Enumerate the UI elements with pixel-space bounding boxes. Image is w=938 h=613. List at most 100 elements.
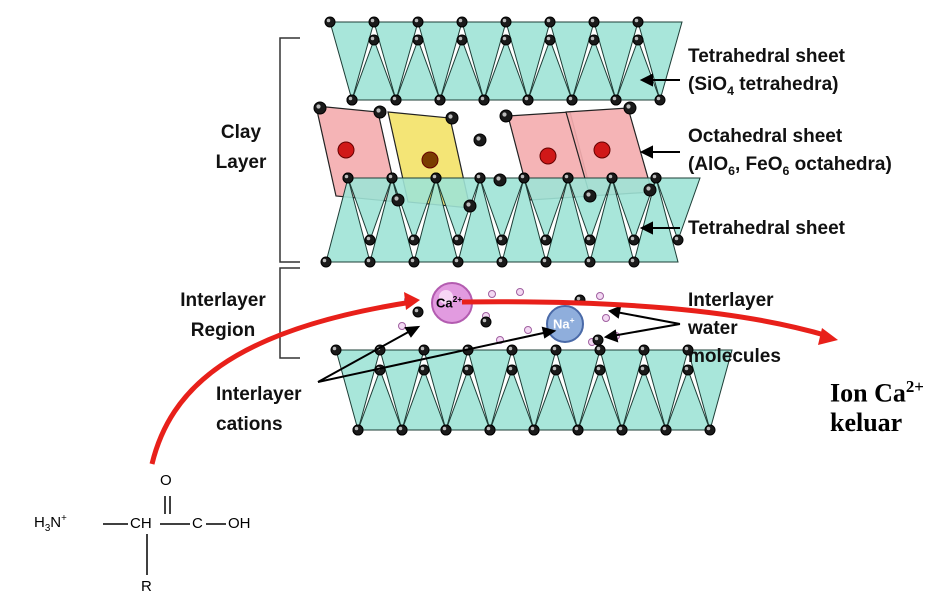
water-molecule <box>517 289 524 296</box>
oxygen-atom <box>629 257 639 267</box>
oxygen-atom <box>541 257 551 267</box>
atom-highlight <box>371 37 375 41</box>
metal-cation <box>422 152 438 168</box>
atom-highlight <box>547 19 551 23</box>
water-molecule <box>525 327 532 334</box>
atom-highlight <box>543 237 547 241</box>
oxygen-atom <box>563 173 573 183</box>
alpha-carbon: CH <box>130 515 152 532</box>
oxygen-atom <box>589 17 599 27</box>
side-chain-r: R <box>141 578 152 595</box>
atom-highlight <box>477 175 481 179</box>
atom-highlight <box>641 367 645 371</box>
interlayer-region-bracket <box>280 268 300 358</box>
atom-highlight <box>376 108 380 112</box>
atom-highlight <box>631 259 635 263</box>
oxygen-atom <box>457 17 467 27</box>
water-molecule <box>489 291 496 298</box>
atom-highlight <box>543 259 547 263</box>
atom-highlight <box>553 367 557 371</box>
oxygen-atom <box>589 35 599 45</box>
oxygen-atom <box>419 345 429 355</box>
oxygen-atom <box>519 173 529 183</box>
atom-highlight <box>316 104 320 108</box>
atom-highlight <box>635 37 639 41</box>
atom-highlight <box>553 347 557 351</box>
atom-highlight <box>521 175 525 179</box>
atom-highlight <box>437 97 441 101</box>
atom-highlight <box>595 337 599 341</box>
atom-highlight <box>459 19 463 23</box>
tetrahedral-sheet-top <box>330 22 682 100</box>
oxygen-atom <box>369 35 379 45</box>
atom-highlight <box>591 19 595 23</box>
sio4-label: (SiO4 tetrahedra) <box>688 74 838 102</box>
atom-highlight <box>586 192 590 196</box>
oxygen-atom <box>485 425 495 435</box>
atom-highlight <box>626 104 630 108</box>
oxygen-atom <box>639 345 649 355</box>
atom-highlight <box>547 37 551 41</box>
interlayer-water-molecules <box>399 289 620 346</box>
oxygen-atom <box>369 17 379 27</box>
oxygen-atom <box>475 173 485 183</box>
octahedral-sheet-label: Octahedral sheet <box>688 126 842 148</box>
hydroxyl-group: OH <box>228 515 251 532</box>
atom-highlight <box>421 347 425 351</box>
ion-ca-label: Ion Ca2+ <box>830 372 924 409</box>
tetrahedral-sheet-top-label: Tetrahedral sheet <box>688 46 845 68</box>
atom-highlight <box>476 136 480 140</box>
atom-highlight <box>635 19 639 23</box>
atom-highlight <box>503 19 507 23</box>
atom-highlight <box>399 427 403 431</box>
oxygen-atom <box>441 425 451 435</box>
atom-highlight <box>675 237 679 241</box>
interlayer-water-label-3: molecules <box>688 346 781 368</box>
atom-highlight <box>349 97 353 101</box>
atom-highlight <box>483 319 487 323</box>
oxygen-atom <box>453 257 463 267</box>
atom-highlight <box>502 112 506 116</box>
clay-layer-bracket <box>280 38 300 262</box>
oxygen-atom <box>497 257 507 267</box>
oxygen-atom <box>567 95 577 105</box>
oxygen-atom <box>705 425 715 435</box>
oxygen-atom <box>655 95 665 105</box>
oxygen-atom <box>551 365 561 375</box>
oxygen-atom <box>494 174 506 186</box>
oxygen-atom <box>365 257 375 267</box>
oxygen-atom <box>331 345 341 355</box>
atom-highlight <box>587 237 591 241</box>
atom-highlight <box>481 97 485 101</box>
oxygen-atom <box>593 335 603 345</box>
tetrahedral-sheet-bottom <box>336 350 732 430</box>
oxygen-atom <box>413 307 423 317</box>
oxygen-atom <box>387 173 397 183</box>
oxygen-atom <box>507 345 517 355</box>
atom-highlight <box>496 176 500 180</box>
atom-highlight <box>465 367 469 371</box>
oxygen-atom <box>413 35 423 45</box>
atom-highlight <box>587 259 591 263</box>
oxygen-atom <box>501 35 511 45</box>
oxygen-atom <box>325 17 335 27</box>
oxygen-atom <box>413 17 423 27</box>
clay-layer-label-2: Layer <box>206 152 276 174</box>
oxygen-atom <box>573 425 583 435</box>
atom-highlight <box>641 347 645 351</box>
atom-highlight <box>448 114 452 118</box>
atom-highlight <box>577 297 581 301</box>
oxygen-atom <box>633 35 643 45</box>
atom-highlight <box>355 427 359 431</box>
atom-highlight <box>631 237 635 241</box>
oxygen-atom <box>624 102 636 114</box>
oxygen-atom <box>585 257 595 267</box>
atom-highlight <box>499 237 503 241</box>
atom-highlight <box>509 367 513 371</box>
water-molecule <box>399 323 406 330</box>
oxygen-atom <box>551 345 561 355</box>
carboxyl-carbon: C <box>192 515 203 532</box>
atom-highlight <box>657 97 661 101</box>
atom-highlight <box>525 97 529 101</box>
oxygen-atom <box>343 173 353 183</box>
